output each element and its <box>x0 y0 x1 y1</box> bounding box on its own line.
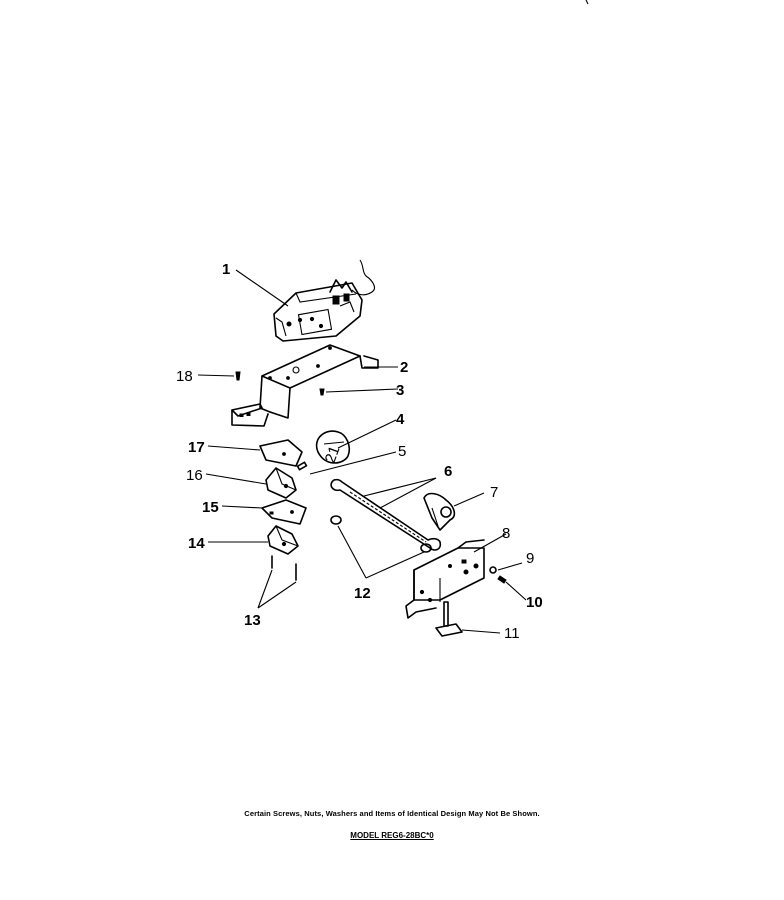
callout-12: 12 <box>354 585 371 602</box>
callout-16: 16 <box>186 467 203 484</box>
disclaimer-note: Certain Screws, Nuts, Washers and Items … <box>244 809 540 818</box>
callout-3: 3 <box>396 382 404 399</box>
part-17-plate <box>259 439 303 467</box>
part-9-washer <box>489 566 497 574</box>
callout-17: 17 <box>188 439 205 456</box>
part-4-knob: 21 <box>315 430 351 465</box>
model-number: MODEL REG6-28BC*0 <box>0 831 784 840</box>
part-13-pins <box>271 555 297 581</box>
callout-11: 11 <box>504 625 520 642</box>
knob-marking: 21 <box>322 444 344 465</box>
part-6-linkage-arm <box>330 478 442 551</box>
part-11-shaft <box>435 601 463 637</box>
model-number-text: MODEL REG6-28BC*0 <box>350 831 434 840</box>
part-16-hinge <box>265 467 297 499</box>
callout-labels: 1 2 3 4 5 6 7 8 9 10 11 12 13 14 15 16 1… <box>176 261 543 642</box>
callout-7: 7 <box>490 484 498 501</box>
callout-1: 1 <box>222 261 230 278</box>
callout-10: 10 <box>526 594 543 611</box>
part-7-cam <box>423 492 456 531</box>
part-5-pin <box>296 461 308 471</box>
callout-2: 2 <box>400 359 408 376</box>
part-10-screw <box>497 575 507 584</box>
callout-13: 13 <box>244 612 261 629</box>
callout-4: 4 <box>396 411 405 428</box>
part-1-timer <box>273 259 375 342</box>
part-18-screw <box>235 371 241 381</box>
leader-lines <box>197 269 527 634</box>
callout-9: 9 <box>526 550 534 567</box>
callout-14: 14 <box>188 535 205 552</box>
part-12-washers <box>330 515 432 553</box>
part-15-plate <box>261 499 307 525</box>
callout-15: 15 <box>202 499 219 516</box>
part-2-bracket <box>231 344 379 427</box>
part-8-plate <box>405 539 485 619</box>
callout-6: 6 <box>444 463 452 480</box>
callout-5: 5 <box>398 443 406 460</box>
callout-18: 18 <box>176 368 193 385</box>
part-3-screw <box>319 388 325 396</box>
callout-8: 8 <box>502 525 510 542</box>
part-14-hinge <box>267 525 299 555</box>
